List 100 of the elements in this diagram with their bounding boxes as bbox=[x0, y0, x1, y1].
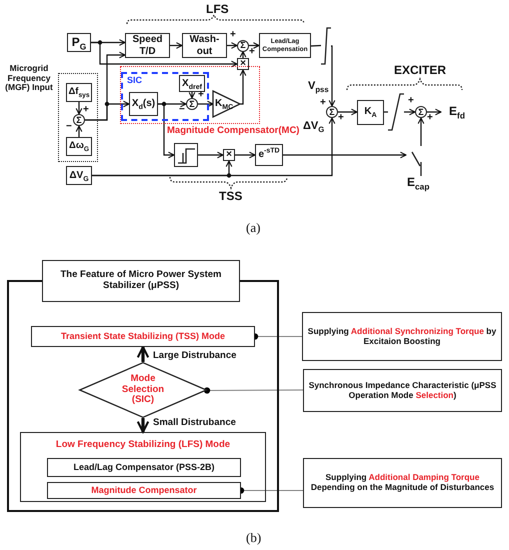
block-label: Mode Selection (SIC) bbox=[120, 374, 166, 406]
block-label: Synchronous Impedance Characteristic (μPSS Operation Mode Selection) bbox=[308, 380, 498, 400]
block-label: P$_{G}$ bbox=[72, 36, 86, 50]
block-label: × bbox=[226, 149, 232, 161]
sign-label: + bbox=[198, 90, 204, 100]
multiplier-box bbox=[223, 149, 235, 161]
section-label: EXCITER bbox=[394, 63, 446, 77]
sign-label: + bbox=[249, 46, 255, 56]
sign-label: + bbox=[427, 113, 433, 123]
block-box bbox=[357, 100, 384, 124]
sum-symbol: Σ bbox=[76, 114, 82, 126]
block-box bbox=[125, 33, 170, 58]
block-label: e$^{-sTD}$ bbox=[258, 149, 280, 161]
block-label: Lead/Lag Compensator (PSS-2B) bbox=[73, 462, 215, 473]
arrow bbox=[170, 42, 183, 49]
gain-triangle bbox=[213, 91, 240, 117]
region-label: Low Frequency Stabilizing (LFS) Mode bbox=[54, 440, 232, 451]
leader-line bbox=[204, 387, 304, 394]
arrow bbox=[404, 108, 416, 116]
sign-label: − bbox=[179, 105, 185, 115]
block-label: Δf$_{sys}$ bbox=[68, 87, 90, 98]
sum-symbol: Σ bbox=[240, 40, 246, 51]
mode-box bbox=[20, 432, 266, 502]
block-label: Wash-out bbox=[188, 34, 220, 57]
arrow bbox=[235, 152, 256, 158]
limiter-symbol bbox=[388, 93, 404, 131]
arrow bbox=[76, 102, 82, 115]
region-label: Microgrid Frequency (MGF) Input bbox=[4, 64, 54, 93]
limiter-symbol bbox=[321, 27, 331, 65]
sign-label: + bbox=[408, 96, 414, 106]
block-label: × bbox=[240, 58, 246, 70]
arrow bbox=[427, 108, 442, 116]
arrow bbox=[198, 152, 224, 158]
block-box bbox=[129, 92, 158, 116]
arrow bbox=[240, 69, 246, 105]
block-label: X$_{d}$(s) bbox=[132, 98, 156, 110]
sign-label: + bbox=[230, 30, 236, 40]
sum-symbol: Σ bbox=[329, 106, 335, 118]
block-label: X$_{dref}$ bbox=[182, 78, 202, 90]
block-box bbox=[259, 33, 311, 58]
note-box bbox=[302, 312, 502, 361]
arrow bbox=[198, 100, 214, 108]
mode-box bbox=[31, 326, 255, 347]
section-label: LFS bbox=[206, 2, 229, 16]
block-label: Supplying Additional Damping Torque Depending on the Magnitude of Disturbances bbox=[310, 473, 496, 493]
block-label: Speed T/D bbox=[131, 34, 164, 57]
component-box bbox=[47, 458, 241, 477]
block-box bbox=[182, 33, 227, 58]
arrow bbox=[158, 103, 175, 158]
step-function-box bbox=[174, 143, 198, 167]
arrow bbox=[338, 108, 358, 116]
arrow bbox=[240, 50, 246, 58]
region-label: Magnitude Compensator(MC) bbox=[167, 126, 300, 137]
component-box bbox=[47, 482, 241, 499]
dashed-region bbox=[122, 73, 208, 120]
edge-label: Large Distrubance bbox=[152, 350, 238, 361]
sign-label: + bbox=[83, 105, 89, 115]
title-box bbox=[42, 260, 240, 302]
arrow bbox=[418, 117, 424, 146]
arrow bbox=[136, 346, 150, 362]
arrow bbox=[249, 42, 260, 49]
arrow bbox=[92, 160, 232, 176]
block-label: The Feature of Micro Power System Stabilizer (μPSS) bbox=[59, 270, 222, 292]
section-label: TSS bbox=[219, 189, 242, 203]
block-label: ΔV$_{G}$ bbox=[69, 170, 89, 182]
arrow bbox=[136, 418, 150, 434]
signal-label: ΔV$_{G}$ bbox=[303, 120, 324, 132]
signal-box bbox=[66, 166, 92, 185]
edge-label: Small Distrubance bbox=[152, 417, 237, 428]
arrow bbox=[328, 45, 336, 107]
frame-box bbox=[8, 281, 278, 511]
arrow bbox=[227, 42, 238, 49]
panel-label: (a) bbox=[246, 220, 260, 236]
signal-box bbox=[67, 33, 91, 52]
arrow bbox=[76, 125, 82, 137]
block-label: Magnitude Compensator bbox=[91, 485, 197, 496]
output-label: E$_{fd}$ bbox=[449, 105, 465, 119]
sign-label: + bbox=[338, 113, 344, 123]
arrow bbox=[85, 100, 130, 121]
block-label: K$_{A}$ bbox=[364, 106, 377, 118]
decision-diamond bbox=[79, 362, 207, 418]
block-label: Δω$_{G}$ bbox=[68, 141, 90, 152]
arrow bbox=[91, 42, 238, 68]
block-label: Supplying Additional Synchronizing Torque by Excitaion Boosting bbox=[306, 326, 498, 346]
signal-label: V$_{pss}$ bbox=[308, 80, 329, 92]
sum-symbol: Σ bbox=[418, 106, 424, 118]
block-label: K$_{MC}$ bbox=[215, 98, 234, 110]
block-box bbox=[179, 75, 205, 92]
sum-symbol: Σ bbox=[189, 98, 195, 110]
signal-box bbox=[66, 137, 92, 156]
multiplier-box bbox=[237, 58, 249, 70]
block-box bbox=[255, 144, 283, 166]
arrow bbox=[188, 92, 196, 99]
panel-label: (b) bbox=[246, 530, 262, 546]
sign-label: + bbox=[320, 98, 326, 108]
connector-line bbox=[310, 44, 322, 47]
note-box bbox=[303, 369, 502, 412]
arrow bbox=[283, 152, 407, 158]
block-label: Transient State Stabilizing (TSS) Mode bbox=[60, 331, 226, 342]
sign-label: − bbox=[66, 122, 72, 132]
